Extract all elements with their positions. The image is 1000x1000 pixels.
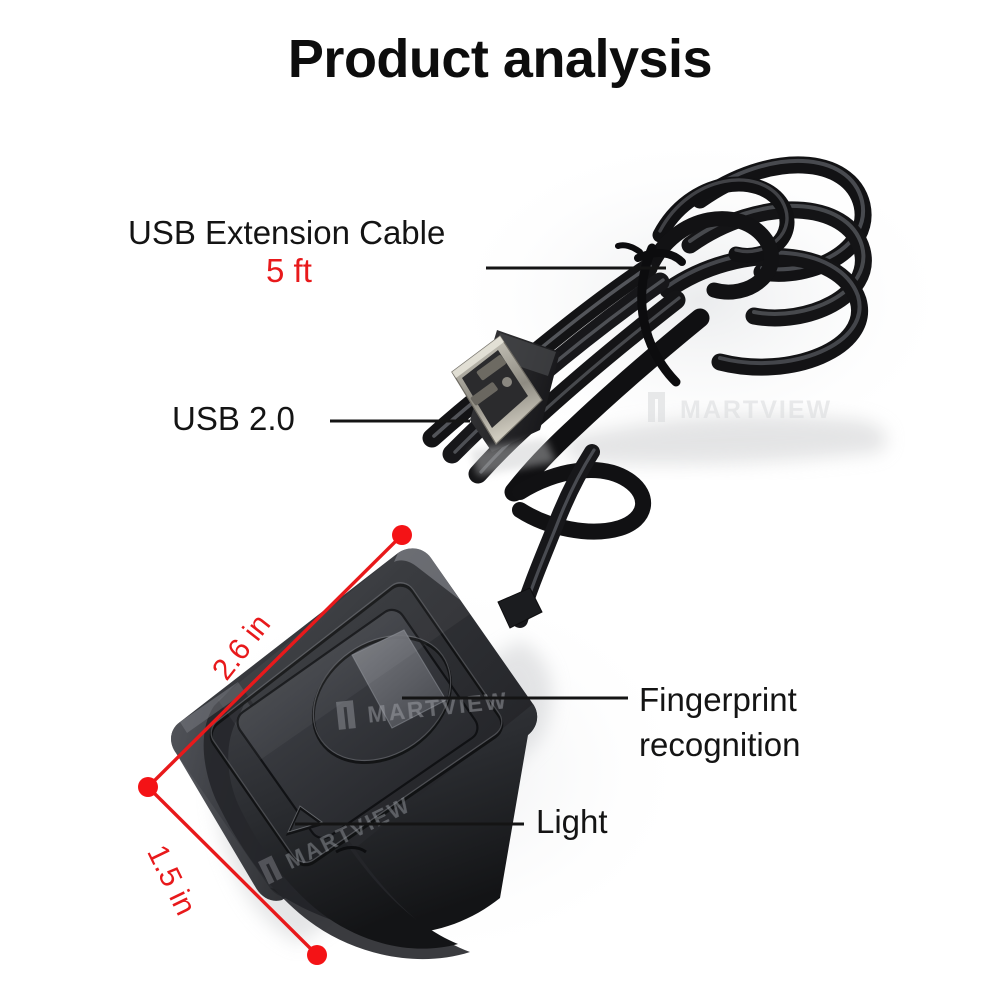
- usb-connector-ridge: [494, 333, 556, 376]
- usb-a-connector: [451, 330, 560, 476]
- device-notch: [335, 846, 367, 854]
- device-rim-highlight: [394, 548, 460, 600]
- usb-shell-dimple: [502, 377, 512, 387]
- callout-fingerprint-line-2: recognition: [639, 725, 801, 763]
- callout-usb-version: USB 2.0: [172, 400, 295, 437]
- sensor-well-edge: [236, 608, 479, 840]
- led-triangle-highlight: [287, 805, 324, 833]
- cable-loop-highlight: [688, 204, 866, 316]
- page-title: Product analysis: [287, 29, 713, 89]
- dimension-line-length: [146, 533, 404, 789]
- dimension-endpoint-corner: [138, 777, 158, 797]
- leader-lines: [295, 266, 666, 826]
- device-bezel-highlight: [210, 582, 503, 863]
- callout-cable-length: 5 ft: [266, 252, 312, 289]
- watermark-logo-mark: [258, 855, 283, 885]
- usb-contact-slot: [470, 382, 498, 406]
- callout-light: Light: [536, 803, 608, 840]
- strain-relief-boot: [497, 587, 543, 629]
- dimension-endpoint-bottom: [307, 945, 327, 965]
- led-triangle: [285, 806, 325, 836]
- dimension-line-width: [146, 785, 319, 957]
- fingerprint-sensor-pad: [352, 630, 446, 728]
- dimension-lines: [138, 525, 412, 965]
- cable-shadow: [560, 415, 887, 465]
- callout-fingerprint-line-1: Fingerprint: [639, 681, 797, 718]
- fingerprint-sensor-pad-edge: [351, 629, 447, 729]
- sensor-guide-ring-highlight: [312, 634, 452, 762]
- callout-fingerprint-recognition: Fingerprint recognition: [639, 678, 869, 767]
- watermark-logo-mark: [648, 392, 665, 422]
- device-lead-cable: [497, 444, 600, 629]
- usb-connector-shadow: [470, 438, 556, 476]
- usb-shell-edge: [452, 336, 504, 378]
- sensor-guide-ring: [311, 636, 453, 764]
- device-sheen: [218, 548, 470, 760]
- fingerprint-reader-device: [171, 548, 552, 960]
- watermark-logo-mark: [336, 700, 356, 730]
- cable-run: [504, 308, 710, 502]
- watermark-cable: MARTVIEW: [648, 392, 832, 424]
- device-edge-highlight: [180, 682, 245, 733]
- callout-usb-extension-cable: USB Extension Cable: [128, 214, 446, 251]
- cable-loop: [642, 211, 779, 300]
- watermark-label: MARTVIEW: [680, 396, 832, 424]
- usb-contact-slot: [476, 355, 506, 381]
- dimension-endpoint-top: [392, 525, 412, 545]
- led-light-indicator: [285, 805, 325, 836]
